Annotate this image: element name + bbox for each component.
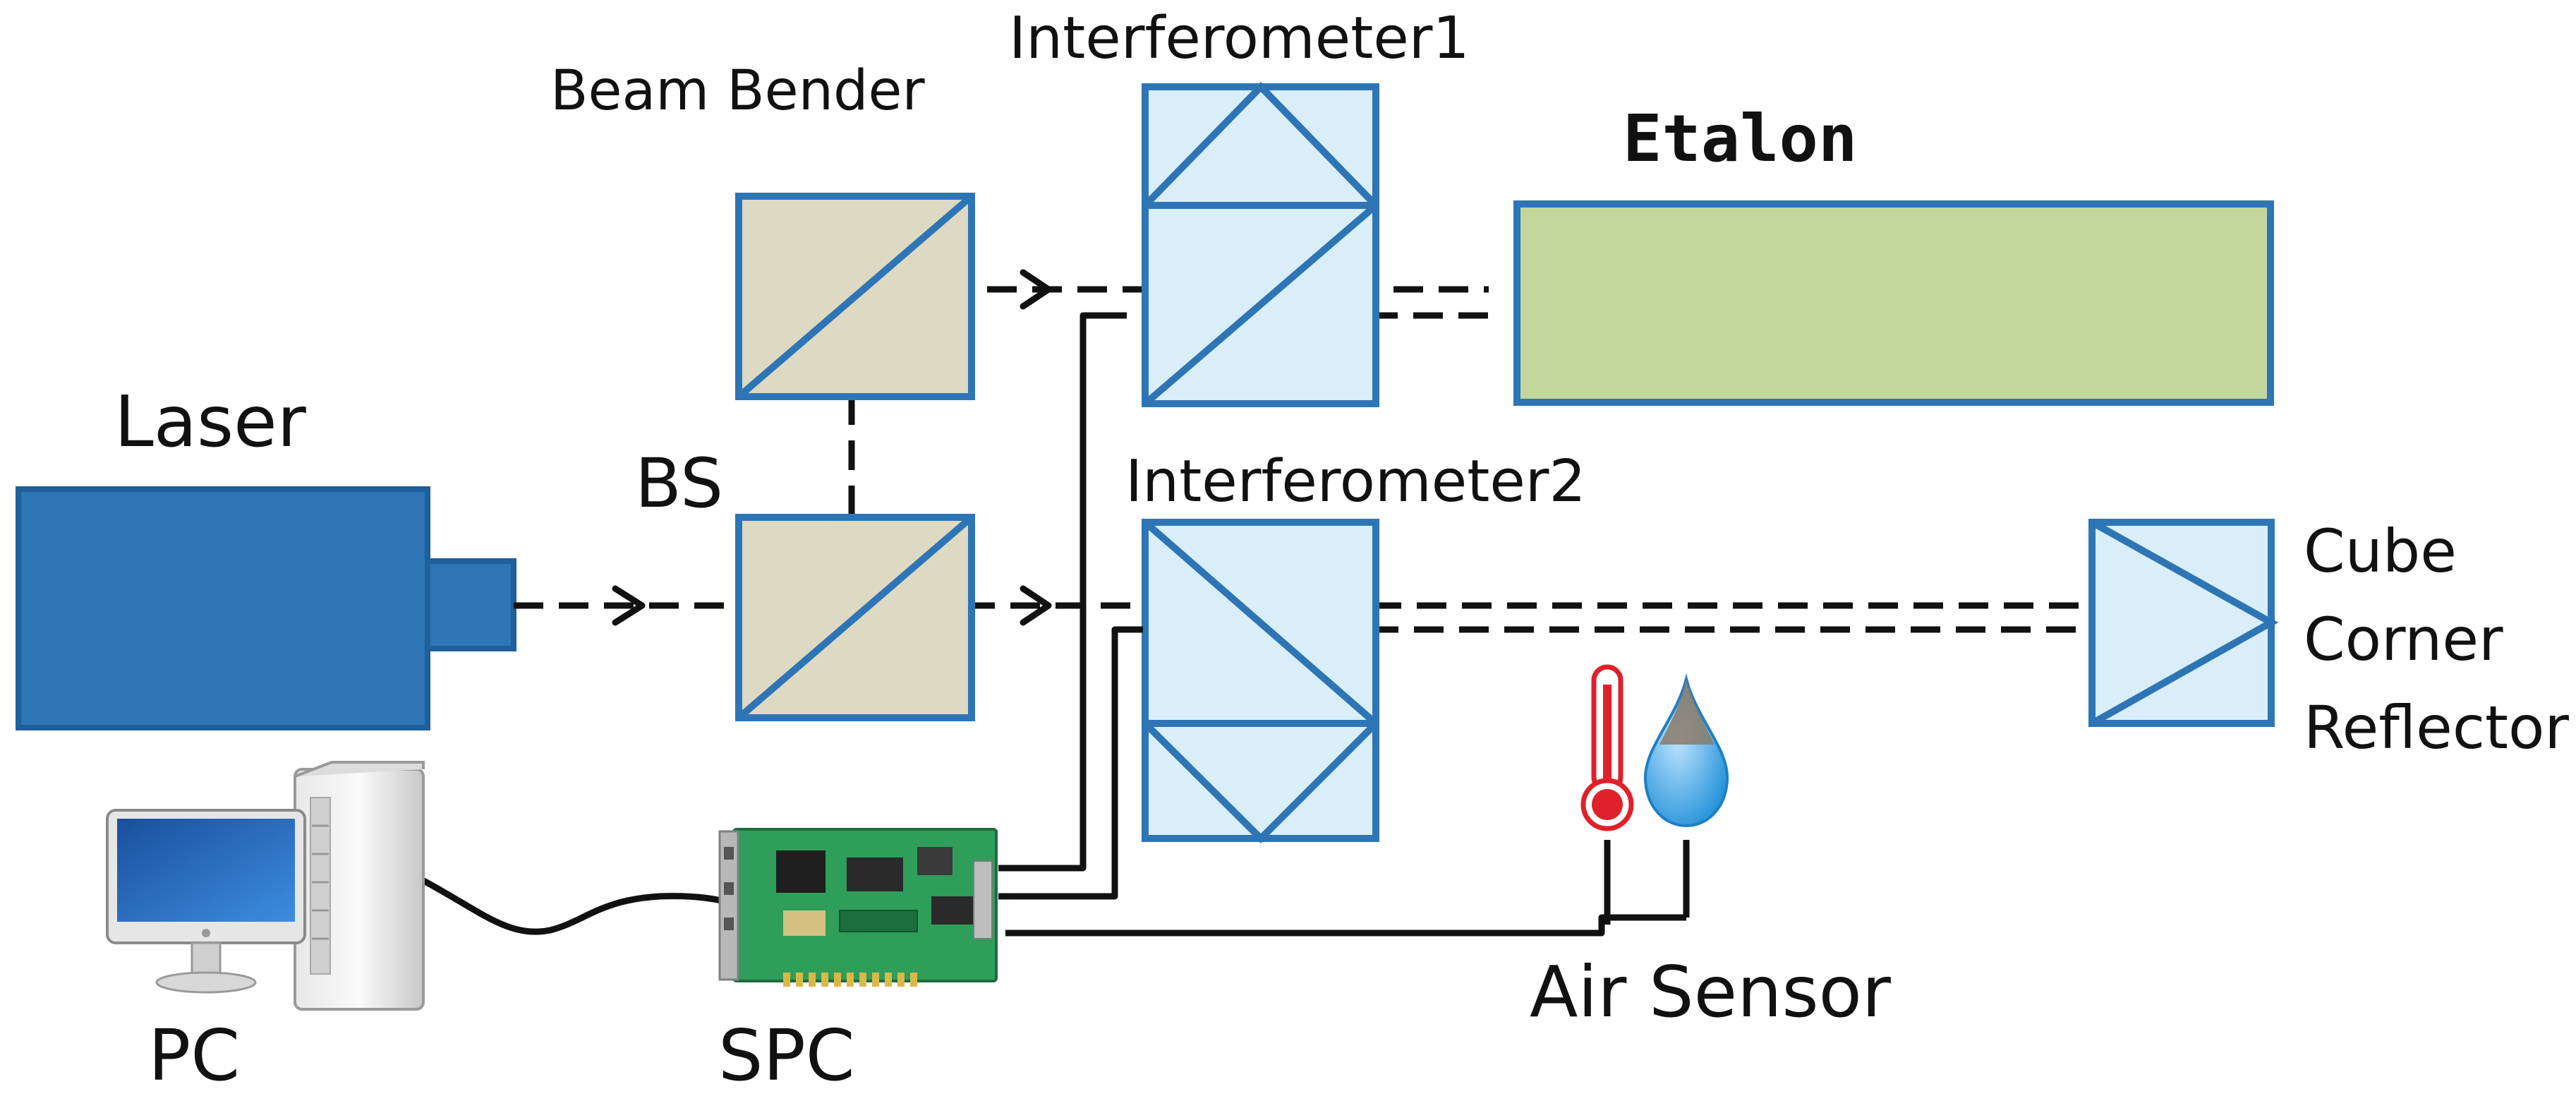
- pc-tower-and-monitor-icon: [106, 761, 425, 1011]
- laser-aperture: [425, 558, 516, 651]
- cable-interferometer2: [998, 626, 1143, 900]
- water-drop-icon: [1643, 673, 1729, 828]
- interferometer2-label: Interferometer2: [1125, 448, 1586, 515]
- cable-air-sensor: [1005, 914, 1686, 937]
- arrow-bender-out: [1020, 269, 1052, 310]
- reflector-label: Reflector: [2304, 693, 2569, 762]
- laser-body: [16, 486, 430, 730]
- cable-interferometer1: [998, 312, 1101, 872]
- pc-label: PC: [148, 1014, 240, 1097]
- pci-card-icon: [718, 828, 998, 987]
- interferometer1: [1142, 81, 1379, 407]
- bs-label: BS: [635, 444, 723, 523]
- arrow-bs-out: [1020, 585, 1052, 626]
- laser-source: [16, 486, 516, 730]
- etalon: [1513, 200, 2274, 406]
- beam-splitter: [735, 514, 975, 721]
- etalon-label: Etalon: [1623, 101, 1857, 176]
- arrow-laser-out: [612, 585, 646, 626]
- air-sensor-label: Air Sensor: [1530, 951, 1892, 1033]
- laser-label: Laser: [114, 380, 307, 463]
- beam-arrows: [612, 269, 1052, 626]
- cable-pc-spc: [418, 876, 735, 935]
- interferometer1-label: Interferometer1: [1009, 5, 1470, 72]
- cube-label: Cube: [2304, 517, 2457, 586]
- beam-bender-label: Beam Bender: [550, 59, 926, 123]
- interferometer2: [1142, 519, 1379, 844]
- signal-cables: [418, 312, 1690, 937]
- thermometer-icon: [1580, 664, 1634, 831]
- corner-label: Corner: [2304, 605, 2503, 674]
- beam-bender: [735, 193, 975, 400]
- cube-corner-reflector: [2088, 519, 2279, 727]
- spc-label: SPC: [718, 1014, 855, 1097]
